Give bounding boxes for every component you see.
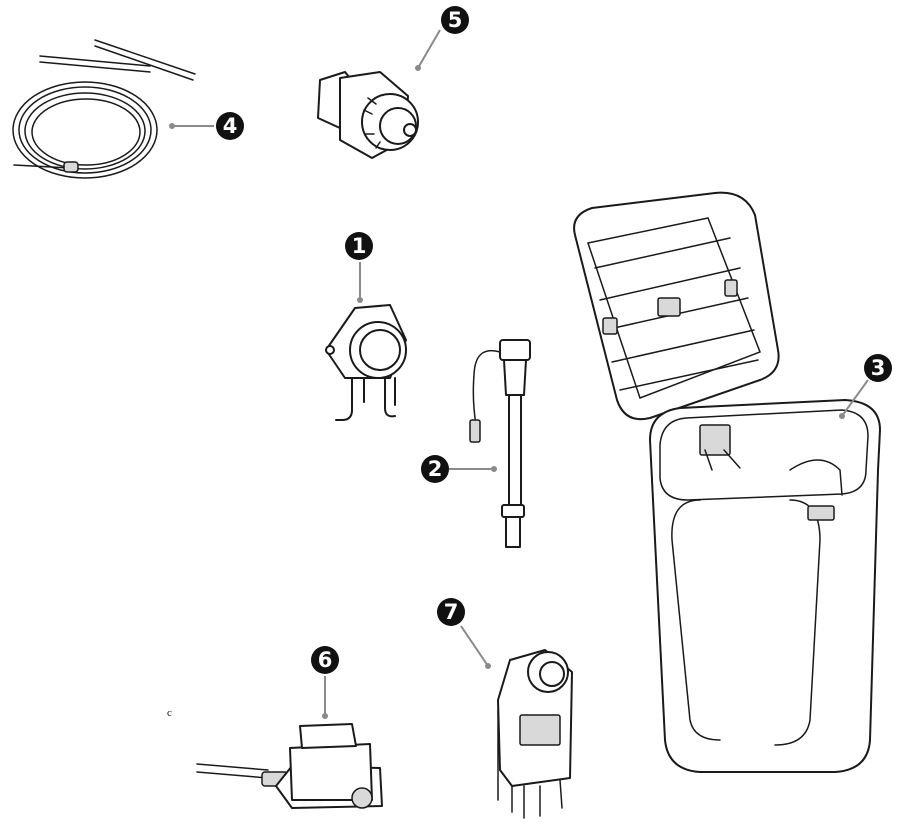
callout-3: 3 — [864, 354, 892, 382]
control-head — [497, 649, 573, 819]
callout-4-number: 4 — [223, 114, 238, 138]
tubing-coil — [12, 39, 196, 179]
callout-1: 1 — [345, 232, 373, 260]
callout-4: 4 — [216, 112, 244, 140]
callout-5: 5 — [441, 6, 469, 34]
callout-5-number: 5 — [448, 8, 463, 32]
callout-6: 6 — [311, 646, 339, 674]
power-supply — [196, 723, 383, 809]
connector-fitting — [317, 71, 419, 159]
callout-7: 7 — [437, 598, 465, 626]
callout-3-number: 3 — [871, 356, 886, 380]
brine-tank — [573, 191, 881, 773]
callout-2: 2 — [421, 455, 449, 483]
callout-7-number: 7 — [444, 600, 459, 624]
stray-mark: c — [167, 707, 172, 719]
callout-6-number: 6 — [318, 648, 333, 672]
callout-2-number: 2 — [428, 457, 443, 481]
probe-assembly — [469, 339, 531, 548]
leader-lines — [169, 29, 869, 719]
callout-1-number: 1 — [352, 234, 367, 258]
valve-assembly — [325, 304, 407, 421]
